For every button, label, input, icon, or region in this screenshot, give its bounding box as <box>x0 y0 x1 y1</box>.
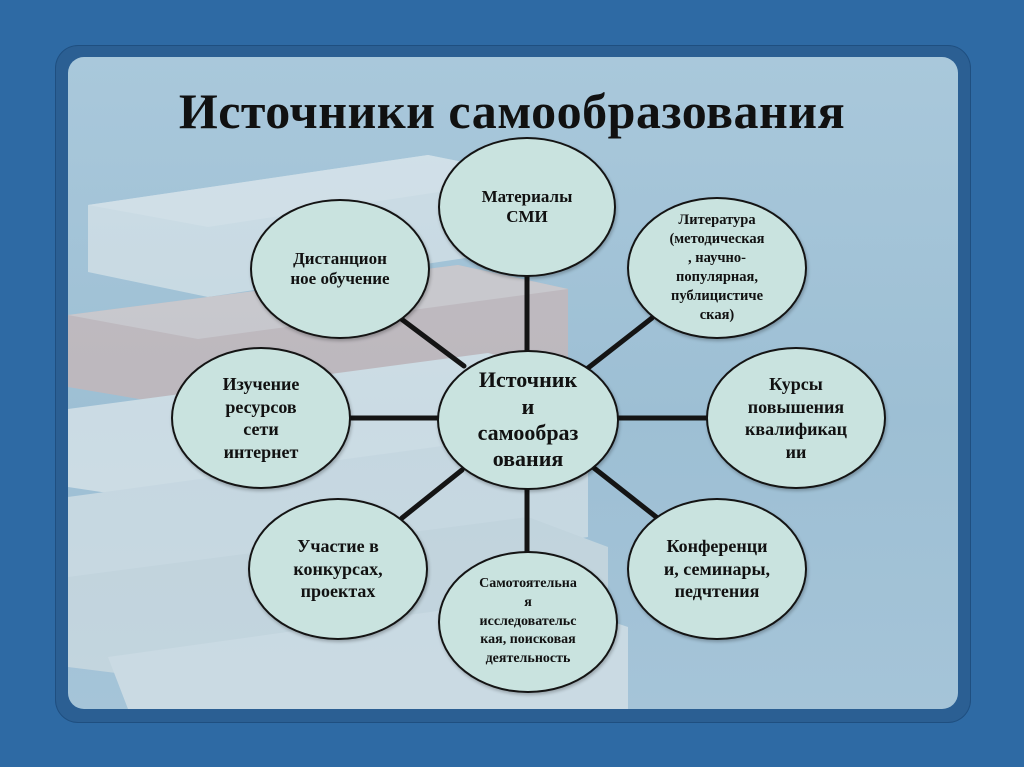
connector-literature <box>585 315 655 371</box>
node-mass-media-label: Материалы СМИ <box>481 187 573 226</box>
node-research: Самотоятельна я исследовательс кая, поис… <box>438 551 618 693</box>
node-contests: Участие в конкурсах, проектах <box>248 498 428 640</box>
node-center-label: Источник и самообраз ования <box>477 367 579 472</box>
node-internet-label: Изучение ресурсов сети интернет <box>222 374 300 462</box>
page-title: Источники самообразования <box>178 83 846 139</box>
node-internet: Изучение ресурсов сети интернет <box>171 347 351 489</box>
node-conferences: Конференци и, семинары, педчтения <box>627 498 807 640</box>
connector-conferences <box>591 465 663 523</box>
node-mass-media: Материалы СМИ <box>438 137 616 277</box>
node-courses-label: Курсы повышения квалификац ии <box>744 374 847 462</box>
node-distance: Дистанцион ное обучение <box>250 199 430 339</box>
node-conferences-label: Конференци и, семинары, педчтения <box>663 536 771 602</box>
node-research-label: Самотоятельна я исследовательс кая, поис… <box>479 575 577 667</box>
connector-contests <box>399 467 465 521</box>
node-courses: Курсы повышения квалификац ии <box>706 347 886 489</box>
node-literature-label: Литература (методическая , научно- попул… <box>669 212 765 323</box>
node-center: Источник и самообраз ования <box>437 350 619 490</box>
connector-distance <box>397 315 467 369</box>
node-literature: Литература (методическая , научно- попул… <box>627 197 807 339</box>
node-contests-label: Участие в конкурсах, проектах <box>293 536 383 602</box>
node-distance-label: Дистанцион ное обучение <box>290 249 390 288</box>
